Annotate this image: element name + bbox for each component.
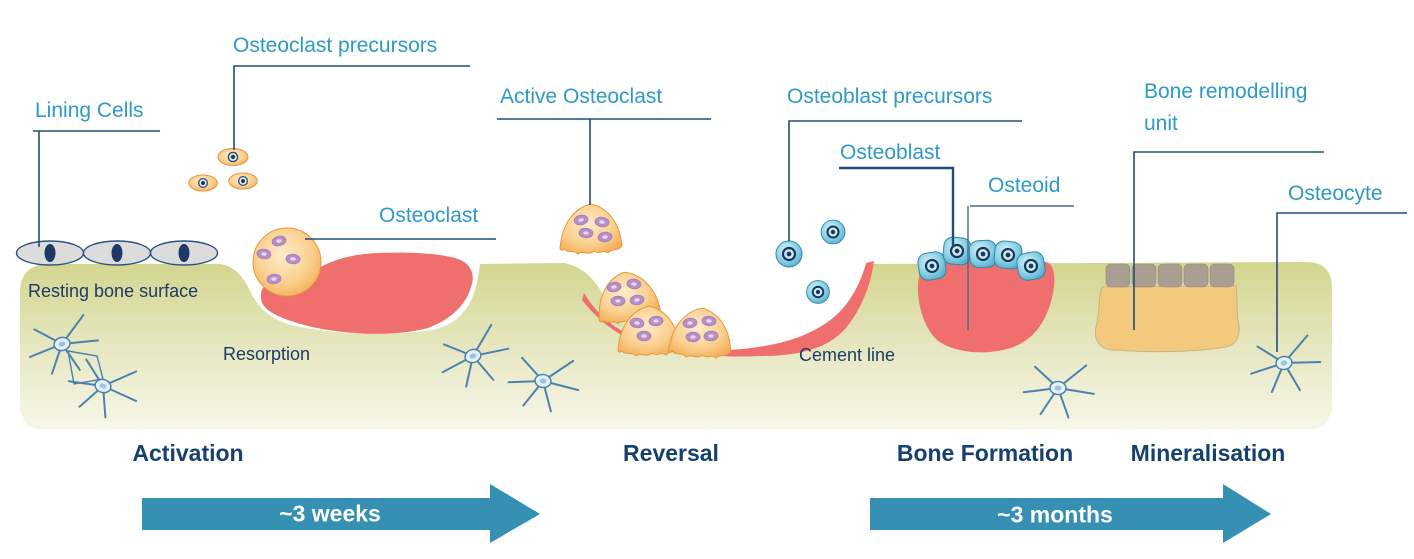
label-resting-bone-surface: Resting bone surface [28,281,199,301]
months-arrow [870,484,1271,543]
phase-activation: Activation [132,440,244,466]
mineralised-cells [1105,263,1235,288]
label-osteoblast: Osteoblast [840,141,941,164]
osteoblast-leader [839,166,955,247]
osteoblast-precursors-leader [788,120,1022,241]
phase-reversal: Reversal [623,440,719,466]
osteocyte-leader [1276,212,1407,352]
osteoclast-cell [252,227,322,297]
osteoblast-precursor-cells [776,220,845,303]
active-osteoclast-leader [497,118,711,205]
osteoclast-precursor-cells [188,147,258,192]
label-active-osteoclast: Active Osteoclast [500,85,663,108]
bone-remodelling-unit-leader [1133,151,1324,330]
phase-mineralisation: Mineralisation [1130,440,1286,466]
osteoid-leader [967,205,1074,330]
active-osteoclast-cell [559,203,623,255]
label-bone-remodelling-unit: Bone remodelling unit [1144,80,1308,135]
label-resorption: Resorption [223,344,311,364]
duration-weeks: ~3 weeks [279,500,381,527]
osteocyte-cells [22,312,1325,426]
lining-cells [15,240,219,266]
new-bone-formation-area [918,255,1055,353]
osteoclast-precursors-leader [233,65,470,150]
label-osteoclast-precursors: Osteoclast precursors [233,34,438,57]
label-osteoid: Osteoid [988,174,1061,197]
osteoid-area [1094,285,1240,353]
leader-lines [33,65,1407,352]
duration-months: ~3 months [997,501,1113,528]
label-osteocyte: Osteocyte [1288,182,1383,205]
label-lining-cells: Lining Cells [35,99,144,122]
weeks-arrow [142,484,540,543]
phase-bone-formation: Bone Formation [896,440,1074,466]
label-cement-line: Cement line [799,345,896,365]
label-osteoclast: Osteoclast [379,204,479,227]
label-osteoblast-precursors: Osteoblast precursors [787,85,993,108]
lining-cells-leader [33,130,160,247]
